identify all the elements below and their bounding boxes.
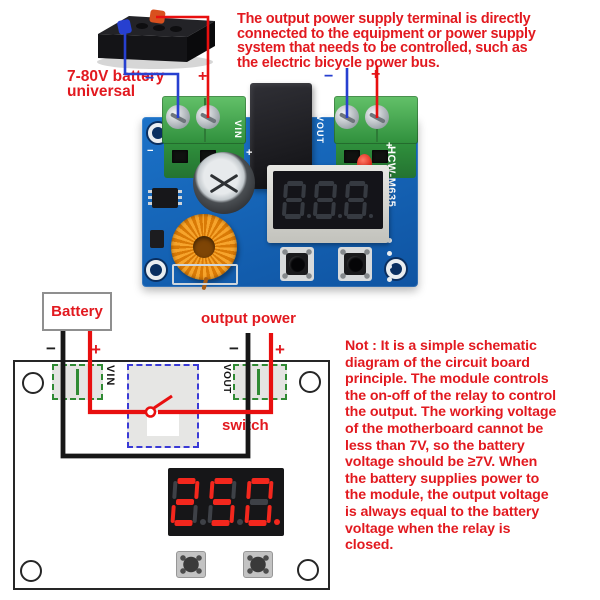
schematic-mount-hole-bottom-right <box>297 559 319 581</box>
schematic-right-plus: + <box>275 340 285 359</box>
output-power-label: output power <box>201 310 296 327</box>
pcb-set-button-left <box>280 247 314 281</box>
battery-front-face <box>98 34 187 62</box>
schematic-relay-cutout <box>147 412 179 436</box>
pcb-vin-plus-silkscreen: + <box>246 147 253 159</box>
schematic-mount-hole-top-right <box>299 371 321 393</box>
battery-top-face <box>98 16 215 37</box>
schematic-vin-label: VIN <box>104 365 116 387</box>
vin-positive-screw <box>196 105 220 129</box>
pcb-vin-minus-silkscreen: − <box>147 145 154 157</box>
electrolytic-capacitor <box>193 152 255 214</box>
battery-positive-clamp <box>149 9 166 24</box>
schematic-button-left <box>176 551 206 578</box>
vin-negative-screw <box>166 105 190 129</box>
switch-label: switch <box>222 417 269 434</box>
pcb-display-bezel <box>267 165 389 243</box>
pcb-set-button-right <box>338 247 372 281</box>
pcb-vout-plus-silkscreen: + <box>386 140 393 152</box>
pcb-display-digits <box>281 181 373 219</box>
inductor-core-hole <box>192 235 216 259</box>
pcb-vout-silkscreen-label: VOUT <box>315 115 325 145</box>
schematic-display <box>168 468 284 536</box>
vout-wire-minus-label: − <box>324 68 334 85</box>
schematic-vin-contact <box>75 369 79 395</box>
schematic-left-minus: − <box>46 339 56 358</box>
vout-wire-plus-label: + <box>371 66 381 83</box>
vin-wire-minus-label: − <box>145 70 155 87</box>
battery-cap <box>136 23 148 29</box>
pin-hole-dot <box>387 277 392 282</box>
schematic-battery-box: Battery <box>42 292 112 331</box>
schematic-mount-hole-bottom-left <box>20 560 42 582</box>
battery-illustration <box>97 9 215 69</box>
schematic-vout-label: VOUT <box>221 364 232 394</box>
schematic-vout-terminal <box>233 364 287 400</box>
pcb-mounting-hole-bottom-left <box>146 260 166 280</box>
battery-shadow <box>97 55 213 69</box>
pcb-vin-silkscreen-label: VIN <box>232 120 243 139</box>
smd-transistor <box>150 230 164 248</box>
toroidal-inductor <box>171 214 237 280</box>
top-note-text: The output power supply terminal is dire… <box>237 11 536 71</box>
battery-cap <box>170 26 182 32</box>
vout-positive-screw <box>365 105 389 129</box>
battery-side-face <box>187 21 215 62</box>
vout-wire-slot-right <box>372 150 388 163</box>
pcb-mounting-hole-bottom-right <box>386 259 406 279</box>
vin-wire-slot-left <box>172 150 188 163</box>
schematic-note-text: Not : It is a simple schematic diagram o… <box>345 338 557 554</box>
battery-negative-clamp <box>117 19 132 35</box>
vin-wire-plus-label: + <box>198 68 208 85</box>
schematic-button-right <box>243 551 273 578</box>
schematic-vout-contact <box>256 369 260 395</box>
schematic-display-digits <box>170 478 280 526</box>
schematic-mount-hole-top-left <box>22 372 44 394</box>
vout-wire-slot-left <box>344 150 360 163</box>
pin-hole-dot <box>387 264 392 269</box>
schematic-left-plus: + <box>91 340 101 359</box>
pin-hole-dot <box>387 251 392 256</box>
battery-universal-label-line2: universal <box>67 83 136 100</box>
vout-negative-screw <box>335 105 359 129</box>
silkscreen-outline <box>172 264 238 285</box>
schematic-battery-label: Battery <box>51 303 103 320</box>
pcb-display <box>273 171 383 229</box>
pin-hole-dot <box>387 238 392 243</box>
battery-cap <box>153 25 165 31</box>
ic-chip <box>148 188 182 208</box>
schematic-right-minus: − <box>229 339 239 358</box>
